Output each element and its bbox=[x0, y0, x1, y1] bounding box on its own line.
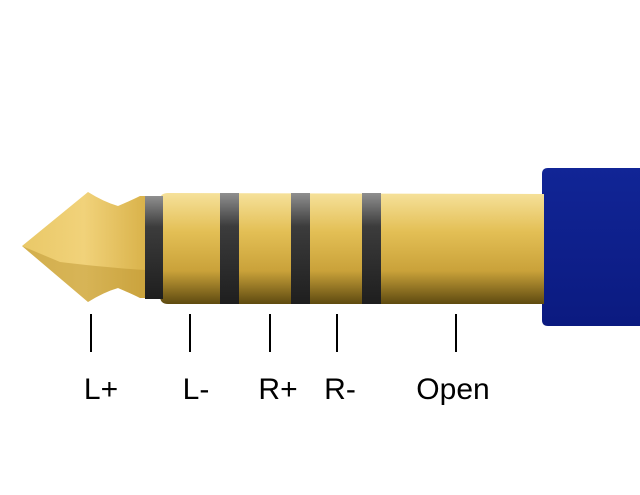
label-r-plus: R+ bbox=[258, 373, 298, 406]
tip-shade bbox=[22, 246, 146, 302]
insulator-ring-3 bbox=[291, 193, 310, 304]
tip-contact bbox=[22, 192, 146, 302]
sleeve-body bbox=[160, 193, 544, 304]
insulator-ring-4 bbox=[362, 193, 381, 304]
cable-handle bbox=[542, 168, 640, 326]
insulator-ring-2 bbox=[220, 193, 239, 304]
label-open: Open bbox=[416, 373, 490, 406]
label-r-minus: R- bbox=[324, 373, 356, 406]
insulator-ring-1 bbox=[145, 196, 163, 299]
label-l-minus: L- bbox=[182, 373, 210, 406]
label-l-plus: L+ bbox=[83, 373, 119, 406]
